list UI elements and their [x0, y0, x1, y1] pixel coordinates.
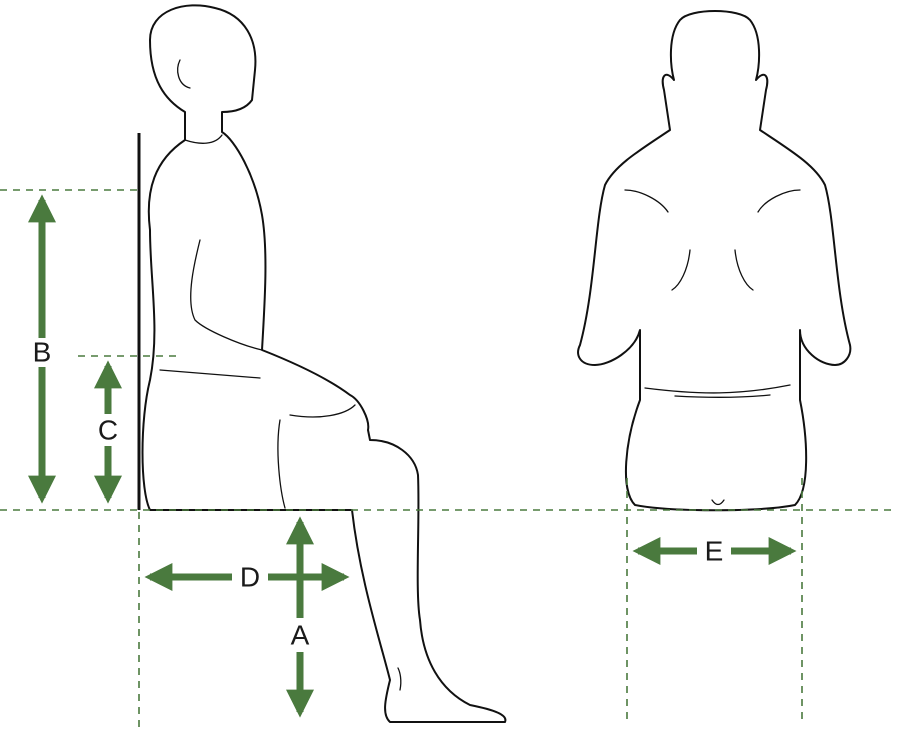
label-a: A [291, 620, 310, 651]
label-b: B [33, 337, 52, 368]
label-d: D [240, 562, 260, 593]
label-e: E [705, 536, 724, 567]
back-view-seated-figure [577, 10, 852, 512]
label-c: C [98, 415, 118, 446]
side-view-seated-figure [141, 4, 507, 723]
reference-lines [0, 189, 897, 729]
